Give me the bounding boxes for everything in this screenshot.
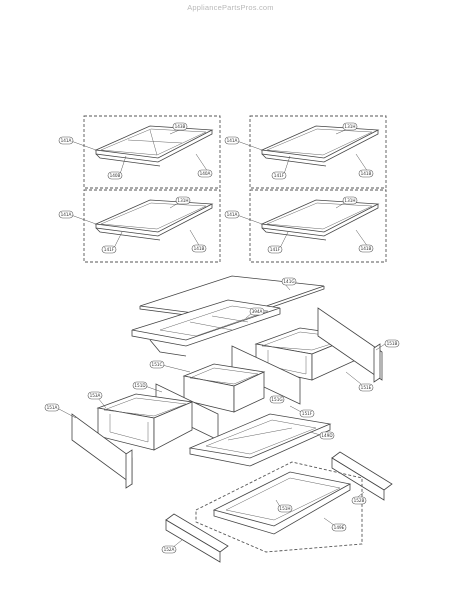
callout-151f: 151F	[299, 409, 315, 418]
callout-394a: 394A	[249, 307, 265, 316]
svg-text:153A: 153A	[90, 393, 101, 398]
svg-text:149D: 149D	[321, 433, 332, 438]
callout-152a: 152A	[161, 545, 177, 554]
callout-140b: 140B	[107, 171, 123, 180]
callout-131h: 131H	[342, 196, 358, 205]
svg-text:151F: 151F	[302, 411, 313, 416]
svg-text:141A: 141A	[61, 212, 72, 217]
callout-141f: 141F	[267, 245, 283, 254]
svg-text:394A: 394A	[252, 309, 263, 314]
svg-text:141F: 141F	[270, 247, 281, 252]
callout-151d: 151D	[132, 381, 148, 390]
callout-149d: 149D	[319, 431, 335, 440]
callout-141b: 141B	[358, 244, 374, 253]
svg-text:131H: 131H	[177, 198, 188, 203]
svg-text:151C: 151C	[152, 362, 163, 367]
svg-text:141A: 141A	[227, 138, 238, 143]
pan-box	[195, 461, 363, 553]
svg-text:151G: 151G	[271, 397, 282, 402]
callout-131h: 131H	[342, 122, 358, 131]
svg-text:141F: 141F	[274, 173, 285, 178]
svg-text:151H: 151H	[279, 506, 290, 511]
callout-140a: 140A	[197, 169, 213, 178]
shelf-box-mid-left	[83, 189, 221, 263]
left-drawer	[96, 393, 194, 451]
svg-text:140A: 140A	[200, 171, 211, 176]
svg-text:152A: 152A	[164, 547, 175, 552]
svg-text:152B: 152B	[354, 498, 365, 503]
callout-141b: 141B	[358, 169, 374, 178]
svg-text:141B: 141B	[361, 171, 372, 176]
callout-141b: 141B	[191, 244, 207, 253]
callout-151b: 151B	[384, 339, 400, 348]
svg-text:141A: 141A	[61, 138, 72, 143]
callout-141f: 141F	[271, 171, 287, 180]
watermark: AppliancePartsPros.com	[187, 3, 274, 12]
callout-153a: 153A	[87, 391, 103, 400]
callout-151g: 151G	[269, 395, 285, 404]
svg-text:151D: 151D	[134, 383, 145, 388]
callout-149e: 149E	[331, 523, 347, 532]
callout-131h: 131H	[175, 196, 191, 205]
callout-141a: 141A	[58, 136, 74, 145]
crisper-cover-frame	[131, 299, 281, 357]
svg-text:141B: 141B	[194, 246, 205, 251]
callout-151h: 151H	[277, 504, 293, 513]
callout-143b: 143B	[172, 122, 188, 131]
callout-141g: 141G	[281, 277, 297, 286]
svg-text:131H: 131H	[344, 198, 355, 203]
svg-text:141B: 141B	[361, 246, 372, 251]
side-rail-right	[331, 451, 393, 501]
svg-text:131H: 131H	[344, 124, 355, 129]
callout-152b: 152B	[351, 496, 367, 505]
svg-text:151A: 151A	[47, 405, 58, 410]
svg-text:151E: 151E	[361, 385, 372, 390]
drawer-base-tray	[188, 413, 332, 467]
svg-text:141G: 141G	[283, 279, 294, 284]
callout-151e: 151E	[358, 383, 374, 392]
middle-drawer	[182, 363, 266, 413]
svg-text:141A: 141A	[227, 212, 238, 217]
left-door-panel	[71, 413, 133, 489]
side-rail-left	[165, 513, 229, 563]
shelf-box-top-left	[83, 115, 221, 189]
svg-text:149E: 149E	[334, 525, 345, 530]
right-door-panel	[317, 307, 383, 383]
callout-151c: 151C	[149, 360, 165, 369]
svg-text:140B: 140B	[110, 173, 121, 178]
svg-text:141F: 141F	[104, 247, 115, 252]
shelf-box-mid-right	[249, 189, 387, 263]
shelf-box-top-right	[249, 115, 387, 189]
callout-141f: 141F	[101, 245, 117, 254]
svg-text:143B: 143B	[175, 124, 186, 129]
svg-text:151B: 151B	[387, 341, 398, 346]
right-divider-panel	[231, 345, 301, 405]
callout-141a: 141A	[224, 210, 240, 219]
callout-141a: 141A	[224, 136, 240, 145]
callout-151a: 151A	[44, 403, 60, 412]
callouts: 141A 143B 140A 140B 141A 131H 141F 141B …	[44, 122, 400, 554]
callout-141a: 141A	[58, 210, 74, 219]
